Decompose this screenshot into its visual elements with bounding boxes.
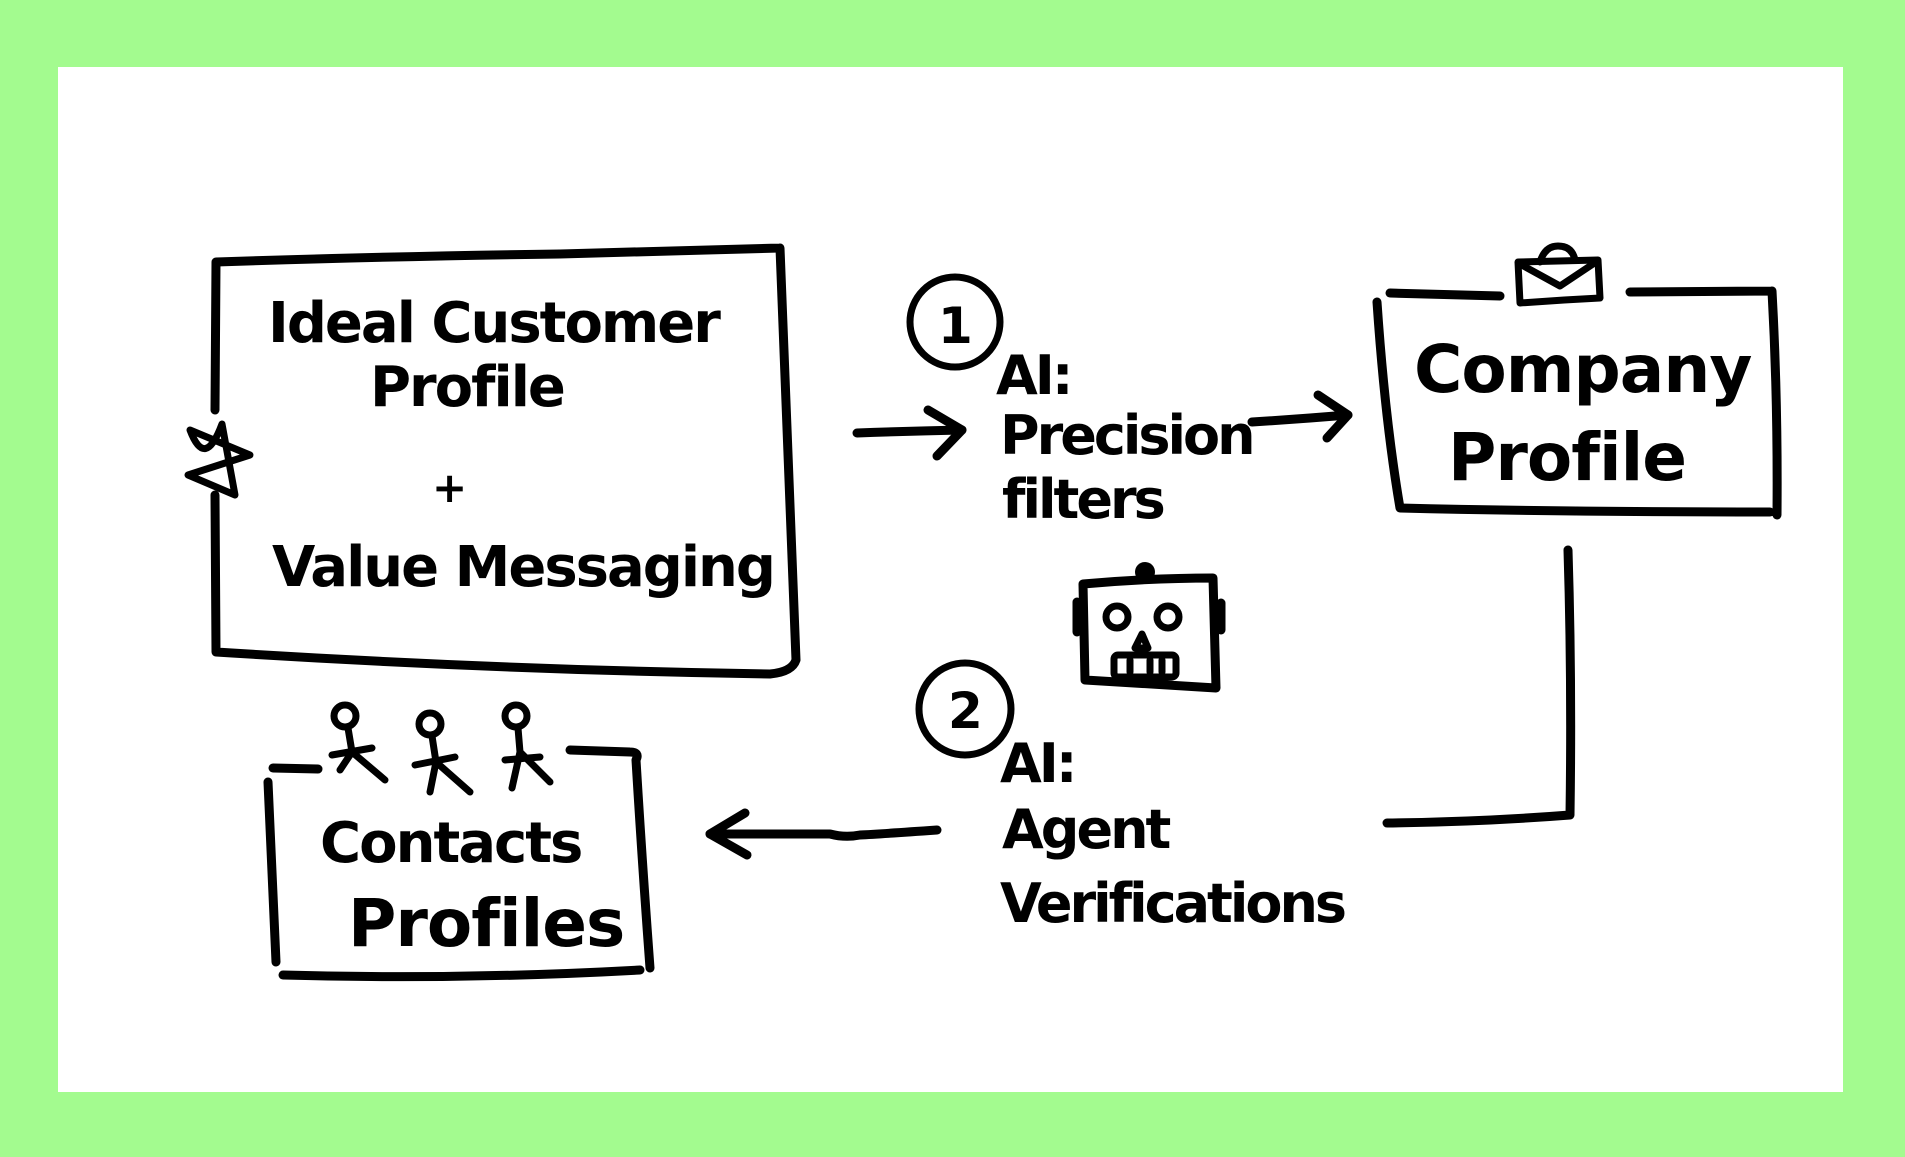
contacts-label-line1: Contacts <box>320 811 581 876</box>
contacts-label-line2: Profiles <box>348 885 624 962</box>
arrow-step1-to-company <box>1247 390 1353 443</box>
step-1-line2: filters <box>1002 468 1164 531</box>
briefcase-icon <box>1514 242 1604 307</box>
arrow-step2-to-contacts <box>705 808 942 860</box>
step-2-number: 2 <box>948 682 983 740</box>
star-icon <box>184 420 254 499</box>
person-figure <box>328 701 389 784</box>
robot-icon <box>1072 562 1226 693</box>
company-label-line1: Company <box>1414 331 1751 408</box>
whiteboard-canvas <box>58 67 1843 1092</box>
company-node: Company Profile <box>1372 242 1782 520</box>
icp-label-line2: Profile <box>370 355 564 420</box>
icp-label-line1: Ideal Customer <box>268 291 721 356</box>
connector-company-to-step2 <box>1382 545 1576 828</box>
icp-node: Ideal Customer Profile + Value Messaging <box>184 243 801 679</box>
person-figure <box>501 701 554 792</box>
person-figure <box>411 709 474 796</box>
step-2-line2: Verifications <box>1000 872 1345 935</box>
step-2-badge-circle <box>915 659 1015 759</box>
arrow-icp-to-step1 <box>852 405 967 461</box>
contacts-box-outline <box>263 745 655 982</box>
company-label-line2: Profile <box>1448 419 1686 496</box>
icp-label-line3: Value Messaging <box>272 535 774 600</box>
step-2-title: AI: <box>1000 732 1074 795</box>
step-2: 2 AI: Agent Verifications <box>915 659 1348 935</box>
step-1: 1 AI: Precision filters <box>906 273 1256 531</box>
icp-box-outline <box>210 243 801 679</box>
step-1-badge-circle <box>906 273 1004 371</box>
step-1-line1: Precision <box>1000 404 1253 467</box>
people-icon <box>328 701 554 796</box>
step-1-number: 1 <box>938 297 973 355</box>
step-1-title: AI: <box>996 344 1070 407</box>
icp-plus: + <box>432 463 467 512</box>
company-box-outline <box>1372 286 1782 520</box>
step-2-line1: Agent <box>1002 798 1171 861</box>
contacts-node: Contacts Profiles <box>263 701 655 982</box>
